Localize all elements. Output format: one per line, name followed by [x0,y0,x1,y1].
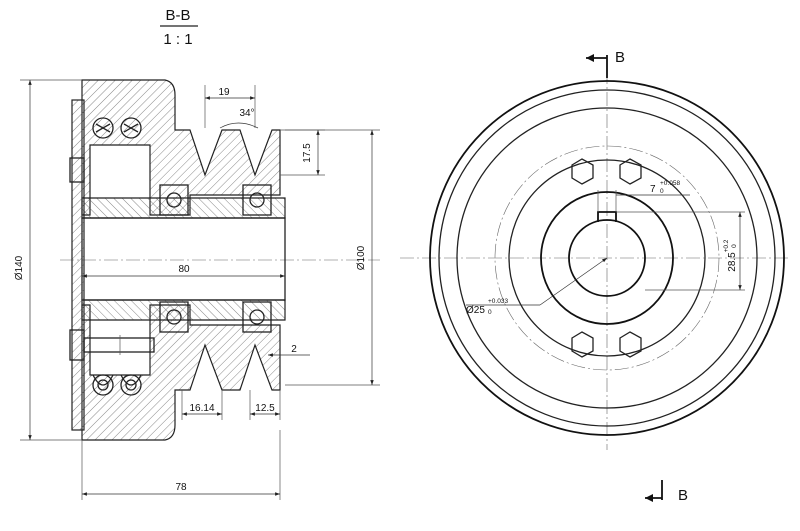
bearing-lower-right [242,301,272,333]
dim-groove-width: 16.14 [189,403,214,414]
dim-keyway-depth-tol-lower: 0 [731,244,738,248]
dim-gap: 2 [291,344,297,355]
section-scale: 1 : 1 [163,31,192,48]
screw-heads-upper [69,117,142,183]
section-name: B-B [165,7,190,24]
cut-marker-bottom: B [645,480,688,504]
dim-bore-length: 80 [178,264,190,275]
cut-marker-top: B [586,49,625,78]
bearing-lower-left [159,301,189,333]
bolt-heads [571,158,642,358]
front-view: Ø25 +0.033 0 7 +0.058 0 28.5 +0.2 0 B B [400,49,790,504]
flange-plate [71,99,85,431]
bore-circle [568,219,646,297]
cut-label-bottom: B [678,487,688,504]
dim-outer-diameter: Ø140 [14,255,25,280]
dim-rim-offset: 12.5 [255,403,275,414]
dim-keyway-width-tol-lower: 0 [660,188,664,195]
hub-upper [81,79,281,216]
dim-keyway-depth-tol-upper: +0.2 [723,239,730,252]
cut-label-top: B [615,49,625,66]
hub-circle [540,191,674,325]
keyway [597,211,617,222]
section-title: B-B 1 : 1 [160,7,198,48]
section-view: Ø140 19 34° 17.5 80 Ø100 2 16.14 [14,79,380,500]
hub-lower [81,304,281,441]
outer-rim [429,80,785,436]
dim-bore-tol-lower: 0 [488,309,492,316]
dim-groove-angle: 34° [239,108,254,119]
dim-keyway-width-tol-upper: +0.058 [660,180,680,187]
dim-pitch-diameter: Ø100 [356,245,367,270]
dim-keyway-width: 7 [650,184,656,195]
dim-overall-width: 78 [175,482,187,493]
bearing-upper-left [159,184,189,216]
dim-bore-diameter: Ø25 [466,305,485,316]
bore [81,217,286,301]
bearing-upper-right [242,184,272,216]
dim-keyway-depth: 28.5 [727,252,738,272]
springs-lower [92,374,142,396]
dim-groove-depth: 17.5 [302,143,313,163]
bolt-lower [69,329,155,361]
dim-bore-tol-upper: +0.033 [488,298,508,305]
dim-groove-pitch: 19 [218,87,230,98]
